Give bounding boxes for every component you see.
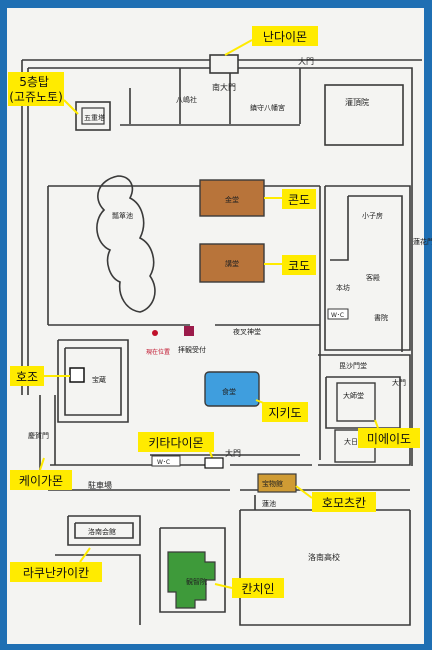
pagoda-outer: [75, 101, 111, 131]
callout-homotsukan-box: [312, 492, 376, 512]
label-yasha: 夜叉神堂: [233, 327, 261, 336]
callout-mieido-box: [358, 428, 420, 448]
label-gojunoto: 五重塔: [84, 113, 105, 122]
reception-marker: [184, 326, 194, 336]
callout-kondo: 콘도: [288, 193, 310, 207]
label-kyakuden: 客殿: [366, 273, 380, 282]
daishido-building: [336, 382, 376, 422]
callout-hozo: 호조: [16, 370, 38, 384]
callout-gojunoto: 5층탑 (고쥬노토): [9, 75, 63, 104]
label-hombo: 本坊: [336, 283, 350, 292]
label-hozo: 宝蔵: [92, 375, 106, 384]
label-hachishimasha: 八嶋社: [176, 95, 197, 104]
callout-hozo-box: [10, 366, 44, 386]
label-genzai: 現在位置: [146, 348, 170, 356]
callout-kodo: 코도: [288, 259, 310, 273]
label-bishamon: 毘沙門堂: [339, 361, 367, 370]
label-keigamon: 慶賀門: [28, 431, 49, 440]
label-chinju: 鎮守八幡宮: [250, 103, 285, 112]
kondo-building: [199, 179, 265, 217]
homotsukan-building: [257, 473, 297, 493]
wc-marker-1: [327, 308, 349, 320]
callout-jikido-box: [262, 402, 308, 422]
callout-rakunan: 라쿠난카이칸: [23, 566, 89, 580]
callout-keigamon: 케이가몬: [19, 474, 63, 488]
label-kodo: 講堂: [225, 259, 239, 268]
label-nandaimon: 南大門: [212, 82, 236, 92]
callout-nandaimon: 난다이몬: [263, 30, 307, 44]
jikido-building: [204, 371, 260, 407]
label-daishido: 大師堂: [343, 391, 364, 400]
label-jikido: 食堂: [222, 387, 236, 396]
label-shoin: 書院: [374, 313, 388, 322]
label-rengemon: 蓮花門: [413, 237, 432, 246]
callout-kanchiin-box: [232, 578, 284, 598]
label-daimon-top: 大門: [298, 56, 314, 66]
callout-kitadaimon-box: [138, 432, 214, 452]
wc-marker-2: [151, 455, 181, 467]
label-daimon-kita: 大門: [225, 448, 241, 458]
callout-gojunoto-box: [8, 72, 64, 106]
label-homotsukan: 宝物館: [262, 479, 283, 488]
kanjoin-building: [324, 84, 404, 146]
callout-nandaimon-box: [252, 26, 318, 46]
label-wc1: W･C: [331, 312, 344, 319]
callout-keigamon-box: [10, 470, 72, 490]
label-wc2: W･C: [157, 459, 170, 466]
kodo-building: [199, 243, 265, 283]
label-kojibo: 小子房: [362, 211, 383, 220]
label-kondo: 金堂: [225, 195, 239, 204]
callout-kondo-box: [282, 189, 316, 209]
label-hyotanike: 瓢箪池: [112, 211, 133, 220]
label-renchi: 蓮池: [262, 499, 276, 508]
callout-kodo-box: [282, 255, 316, 275]
callout-kanchiin: 칸치인: [241, 582, 274, 596]
map-lines: [21, 59, 422, 626]
label-rakunan-kaikan: 洛南会館: [88, 527, 116, 536]
label-kanchiin: 観智院: [186, 577, 207, 586]
current-position-marker: [152, 330, 158, 336]
pagoda-inner: [81, 107, 105, 125]
hyotan-pond: [96, 175, 156, 313]
label-daimon-right: 大門: [392, 378, 406, 387]
callout-homotsukan: 호모츠칸: [322, 496, 366, 510]
callout-mieido: 미에이도: [367, 432, 411, 446]
label-kanjoin: 灌頂院: [345, 97, 369, 107]
nandaimon-gate: [209, 54, 239, 74]
label-haikan: 拝観受付: [178, 345, 206, 354]
kanchiin-building: [167, 551, 216, 609]
label-chushajo: 駐車場: [88, 480, 112, 490]
label-rakunan-koko: 洛南高校: [308, 552, 340, 562]
callout-kitadaimon: 키타다이몬: [148, 436, 203, 450]
callout-jikido: 지키도: [268, 406, 301, 420]
label-dainichido: 大日堂: [344, 437, 365, 446]
callout-rakunan-box: [10, 562, 102, 582]
